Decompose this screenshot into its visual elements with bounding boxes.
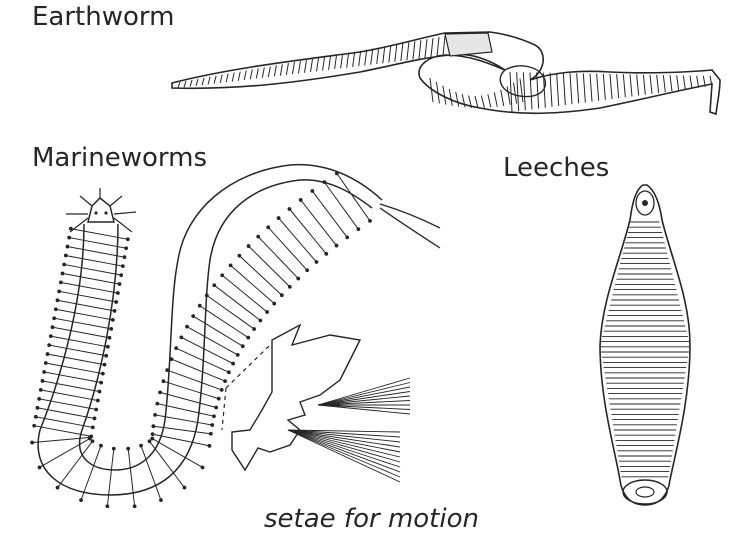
marineworm-head <box>87 196 115 223</box>
leeches-label: Leeches <box>503 153 610 183</box>
leech-annuli <box>600 221 690 478</box>
setae-bundles <box>287 377 411 483</box>
earthworm-label: Earthworm <box>32 2 175 32</box>
leech-outline <box>599 184 691 506</box>
earthworm-clitellum <box>444 32 493 57</box>
marineworm-drawing <box>30 163 441 509</box>
earthworm-drawing <box>171 31 721 116</box>
setae-caption: setae for motion <box>264 504 479 534</box>
leech-drawing <box>599 184 691 506</box>
parapodium-detail <box>221 323 411 483</box>
parapodium-lobe <box>231 323 362 472</box>
leech-sucker <box>622 479 668 505</box>
earthworm-outline <box>171 31 721 116</box>
earthworm-segments <box>177 35 713 113</box>
marineworms-label: Marineworms <box>32 143 208 173</box>
earthworm-loop <box>499 65 547 98</box>
marineworm-segments <box>30 171 372 509</box>
